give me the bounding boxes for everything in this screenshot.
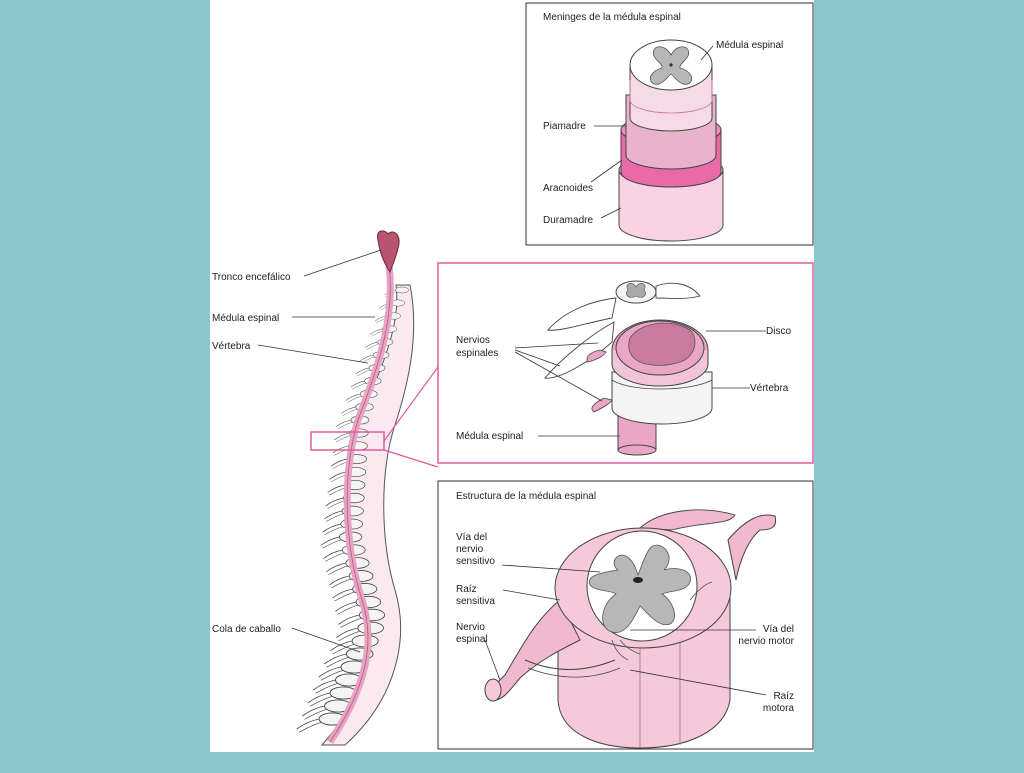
label-medula-espinal: Médula espinal <box>212 313 279 324</box>
label-via-motor-1: Vía del <box>763 624 794 635</box>
brain-stem <box>376 230 400 274</box>
label-medula-panel: Médula espinal <box>456 431 523 442</box>
label-raiz-sens-2: sensitiva <box>456 596 495 607</box>
vertebra-panel: Nervios espinales Disco Vértebra Médula … <box>437 262 814 464</box>
label-via-sens-1: Vía del <box>456 532 487 543</box>
label-raiz-motor-1: Raíz <box>773 691 794 702</box>
nucleus-pulposus <box>628 322 696 366</box>
meninges-title: Meninges de la médula espinal <box>543 12 681 23</box>
estructura-panel: Estructura de la médula espinal Vía del … <box>437 480 814 750</box>
label-meninges-medula: Médula espinal <box>716 40 783 51</box>
label-espinales: espinales <box>456 348 498 359</box>
label-via-sens-3: sensitivo <box>456 556 495 567</box>
label-tronco-encefalico: Tronco encefálico <box>212 272 291 283</box>
label-piamadre: Piamadre <box>543 121 586 132</box>
label-disco: Disco <box>766 326 791 337</box>
label-nervios: Nervios <box>456 335 490 346</box>
label-duramadre: Duramadre <box>543 215 593 226</box>
label-nervio-esp-2: espinal <box>456 634 488 645</box>
label-cola-de-caballo: Cola de caballo <box>212 624 281 635</box>
estructura-title: Estructura de la médula espinal <box>456 491 596 502</box>
label-via-sens-2: nervio <box>456 544 484 555</box>
gray-matter-estructura <box>588 544 691 633</box>
label-nervio-esp-1: Nervio <box>456 622 485 633</box>
spine-figure: Tronco encefálico Médula espinal Vértebr… <box>212 230 439 746</box>
label-raiz-motor-2: motora <box>763 703 795 714</box>
label-aracnoides: Aracnoides <box>543 183 593 194</box>
label-via-motor-2: nervio motor <box>738 636 794 647</box>
label-raiz-sens-1: Raíz <box>456 584 477 595</box>
label-vertebra-panel: Vértebra <box>750 383 789 394</box>
meninges-panel: Meninges de la médula espinal Médula esp… <box>525 2 814 246</box>
label-vertebra: Vértebra <box>212 341 251 352</box>
